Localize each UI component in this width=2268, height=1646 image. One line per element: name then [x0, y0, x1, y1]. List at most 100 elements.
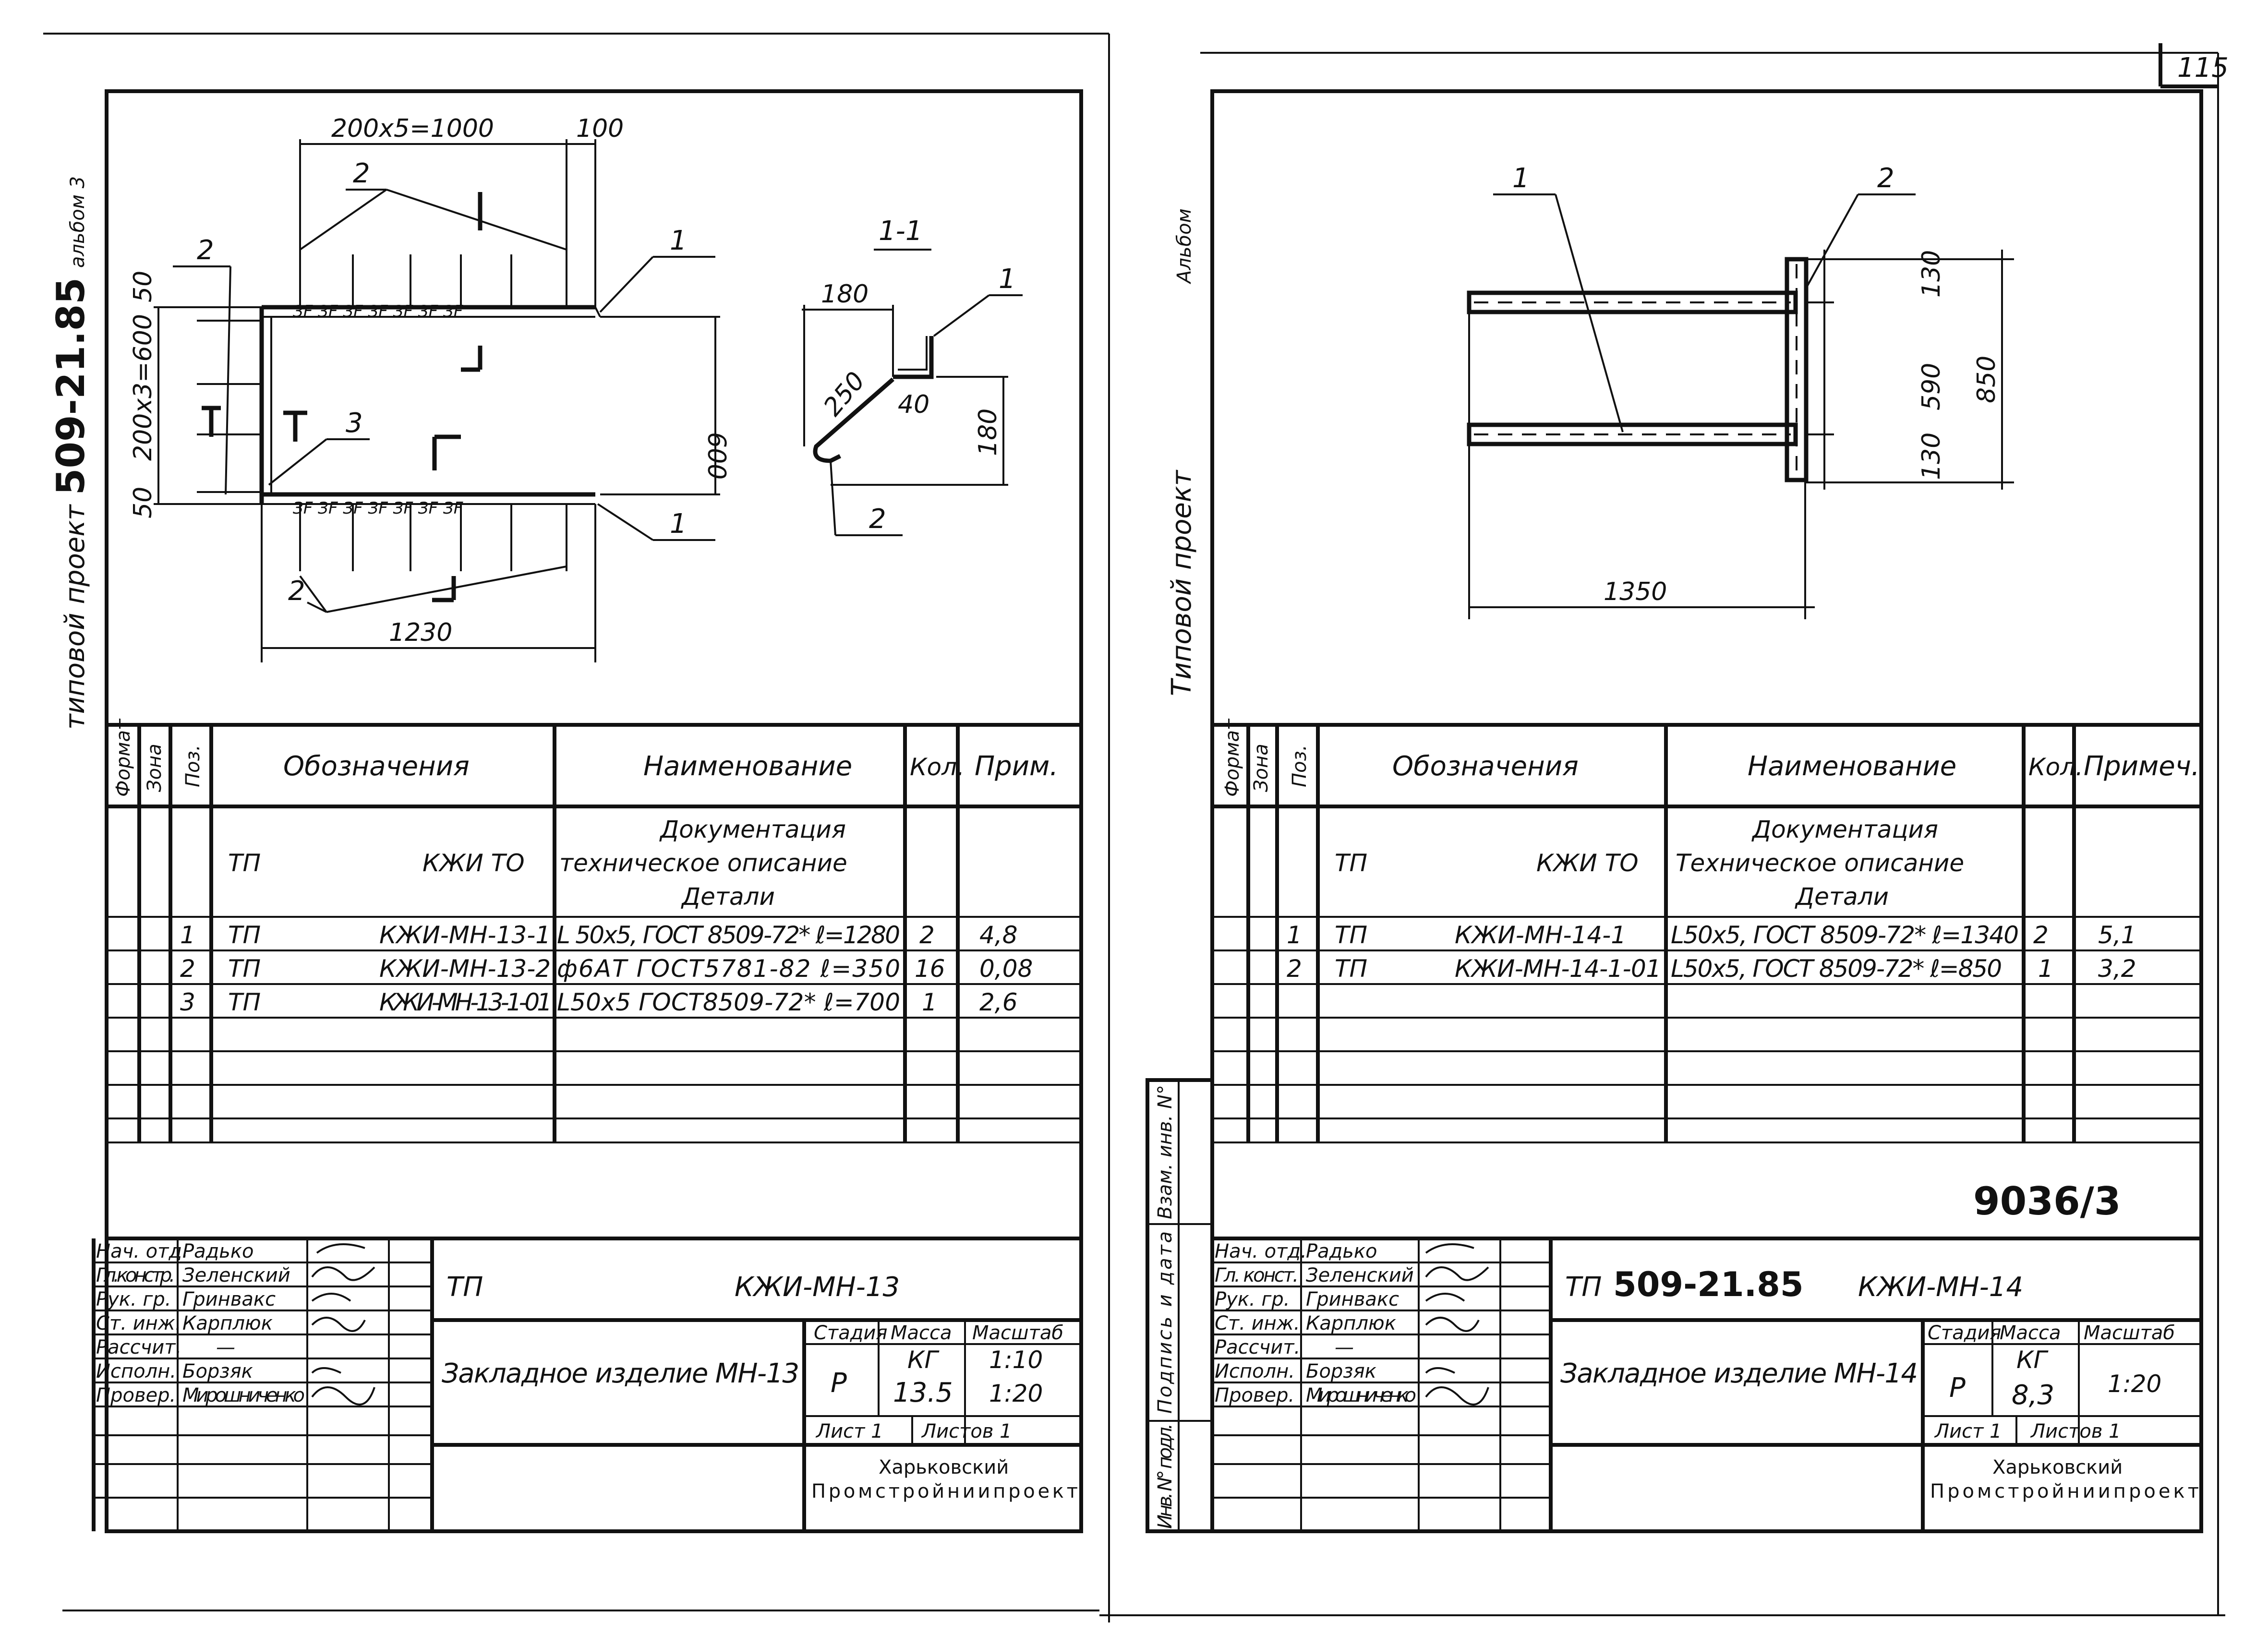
- elevation-mn14: 1350 130 590 130 850 1 2: [1467, 163, 2014, 619]
- svg-text:3: 3: [180, 988, 195, 1016]
- svg-text:Масса: Масса: [2000, 1322, 2061, 1344]
- svg-text:Кол.: Кол.: [2028, 753, 2083, 781]
- callout-2a: 2: [353, 158, 370, 189]
- dim-height: 600: [702, 432, 731, 480]
- svg-text:Гринвакс: Гринвакс: [1306, 1288, 1399, 1310]
- dim-left-top: 50: [129, 271, 157, 302]
- svg-text:Взам. инв. N°: Взам. инв. N°: [1154, 1085, 1176, 1219]
- svg-text:Нач. отд.: Нач. отд.: [96, 1240, 188, 1262]
- svg-text:Формат: Формат: [1221, 718, 1243, 797]
- svg-text:Нач. отд.: Нач. отд.: [1215, 1240, 1307, 1262]
- svg-text:типовой проект509-21.85альбом: типовой проект509-21.85альбом 3: [48, 176, 93, 730]
- svg-text:—: —: [216, 1336, 235, 1358]
- stamp-title: Закладное изделие МН-13: [442, 1358, 799, 1389]
- stamp-code: КЖИ-МН-13: [735, 1272, 900, 1303]
- stamp-project: 509-21.85: [1613, 1265, 1804, 1304]
- svg-text:1: 1: [2038, 955, 2053, 983]
- table-row: 3 ТП КЖИ-МН-13-1-01 L50x5 ГОСТ8509-72* ℓ…: [180, 988, 1018, 1016]
- dim-h3: 130: [1917, 433, 1946, 480]
- svg-text:Борзяк: Борзяк: [182, 1360, 253, 1382]
- svg-text:ТП: ТП: [228, 988, 261, 1016]
- svg-text:Листов 1: Листов 1: [921, 1420, 1012, 1442]
- callout-2: 2: [1877, 163, 1894, 194]
- svg-text:Радько: Радько: [182, 1240, 254, 1262]
- section-callout-2: 2: [869, 504, 886, 535]
- hdr-pos: Поз.: [182, 745, 204, 787]
- svg-text:Мирошниченко: Мирошниченко: [182, 1384, 305, 1406]
- right-spec-table: Формат Зона Поз. Обозначения Наименовани…: [1212, 718, 2201, 1240]
- svg-text:16: 16: [915, 955, 945, 983]
- svg-text:Рук. гр.: Рук. гр.: [96, 1288, 171, 1310]
- svg-text:Исполн.: Исполн.: [1215, 1360, 1295, 1382]
- section-dim-flange: 40: [898, 390, 929, 419]
- dim-h1: 130: [1917, 250, 1946, 298]
- svg-text:Провер.: Провер.: [96, 1384, 176, 1406]
- svg-text:1:10: 1:10: [989, 1346, 1043, 1374]
- svg-text:Борзяк: Борзяк: [1306, 1360, 1376, 1382]
- sec-tech: техническое описание: [559, 849, 847, 877]
- section-dim-width: 180: [821, 280, 869, 309]
- svg-text:ЗF ЗF ЗF ЗF ЗF ЗF ЗF: ЗF ЗF ЗF ЗF ЗF ЗF ЗF: [293, 499, 463, 518]
- order-number: 9036/3: [1973, 1179, 2121, 1224]
- svg-text:L 50x5, ГОСТ 8509-72* ℓ=1280: L 50x5, ГОСТ 8509-72* ℓ=1280: [557, 921, 900, 949]
- hdr-name: Наименование: [643, 751, 852, 782]
- table-row: 1 ТП КЖИ-МН-13-1 L 50x5, ГОСТ 8509-72* ℓ…: [180, 921, 1018, 949]
- svg-text:8,3: 8,3: [2012, 1380, 2054, 1411]
- svg-text:Гринвакс: Гринвакс: [182, 1288, 276, 1310]
- svg-text:Альбом: Альбом: [1173, 208, 1195, 285]
- callout-1: 1: [1512, 163, 1530, 194]
- svg-text:2: 2: [919, 921, 935, 949]
- svg-text:Радько: Радько: [1306, 1240, 1377, 1262]
- signatures: [311, 1243, 375, 1406]
- dim-total: 850: [1972, 356, 2001, 403]
- svg-text:Подпись и дата: Подпись и дата: [1154, 1231, 1176, 1414]
- svg-text:4,8: 4,8: [979, 921, 1018, 949]
- svg-text:Промстройниипроект: Промстройниипроект: [1930, 1480, 2199, 1502]
- left-sheet: типовой проект509-21.85альбом 3: [48, 89, 1083, 1533]
- svg-text:ЗF ЗF ЗF ЗF ЗF ЗF ЗF: ЗF ЗF ЗF ЗF ЗF ЗF ЗF: [293, 302, 463, 321]
- stamp-title: Закладное изделие МН-14: [1560, 1358, 1918, 1389]
- svg-text:Исполн.: Исполн.: [96, 1360, 176, 1382]
- svg-text:Промстройниипроект: Промстройниипроект: [811, 1480, 1078, 1502]
- dim-top: 200x5=1000: [331, 114, 494, 143]
- svg-text:ТП: ТП: [1335, 921, 1367, 949]
- svg-text:Харьковский: Харьковский: [879, 1456, 1009, 1478]
- svg-text:Обозначения: Обозначения: [1392, 751, 1579, 782]
- svg-text:Масштаб: Масштаб: [972, 1322, 1063, 1344]
- svg-text:Наименование: Наименование: [1748, 751, 1956, 782]
- svg-text:Типовой проект: Типовой проект: [1166, 469, 1197, 696]
- svg-text:1: 1: [180, 921, 195, 949]
- svg-text:Лист 1: Лист 1: [815, 1420, 883, 1442]
- hdr-zone: Зона: [144, 744, 166, 792]
- right-title-block: Нач. отд. Гл. конст. Рук. гр. Ст. инж. Р…: [1212, 1238, 2201, 1531]
- svg-text:ТП: ТП: [1335, 849, 1367, 877]
- svg-text:L50x5, ГОСТ 8509-72* ℓ=850: L50x5, ГОСТ 8509-72* ℓ=850: [1671, 955, 2002, 983]
- svg-text:Листов 1: Листов 1: [2030, 1420, 2121, 1442]
- svg-text:1: 1: [922, 988, 937, 1016]
- sec-doc: Документация: [659, 816, 846, 843]
- dim-width: 1350: [1604, 577, 1667, 606]
- svg-text:Р: Р: [831, 1368, 847, 1399]
- svg-text:Карплюк: Карплюк: [1306, 1312, 1396, 1334]
- svg-text:2: 2: [2033, 921, 2049, 949]
- svg-text:2,6: 2,6: [979, 988, 1018, 1016]
- svg-text:13.5: 13.5: [893, 1377, 953, 1408]
- section-1-1: 1-1 180 250 40 180 1 2: [802, 216, 1023, 536]
- svg-text:Масса: Масса: [891, 1322, 952, 1344]
- signatures: [1425, 1243, 1489, 1406]
- svg-text:2: 2: [180, 955, 195, 983]
- svg-text:Масштаб: Масштаб: [2084, 1322, 2175, 1344]
- callout-1b: 1: [670, 508, 687, 540]
- svg-text:Мирошниченко: Мирошниченко: [1306, 1384, 1416, 1406]
- svg-text:ТП: ТП: [228, 921, 261, 949]
- left-title-block: Нач. отд. Гл.констр. Рук. гр. Ст. инж. Р…: [92, 1238, 1081, 1531]
- table-row: 2 ТП КЖИ-МН-14-1-01 L50x5, ГОСТ 8509-72*…: [1287, 955, 2136, 983]
- svg-text:КЖИ-МН-13-2: КЖИ-МН-13-2: [379, 955, 551, 983]
- page-number: 115: [2177, 52, 2229, 84]
- svg-text:КЖИ-МН-14-1-01: КЖИ-МН-14-1-01: [1455, 955, 1661, 983]
- svg-text:Документация: Документация: [1751, 816, 1938, 843]
- hdr-note: Прим.: [975, 751, 1058, 782]
- section-dim-slope: 250: [818, 367, 871, 422]
- svg-text:2: 2: [1287, 955, 1302, 983]
